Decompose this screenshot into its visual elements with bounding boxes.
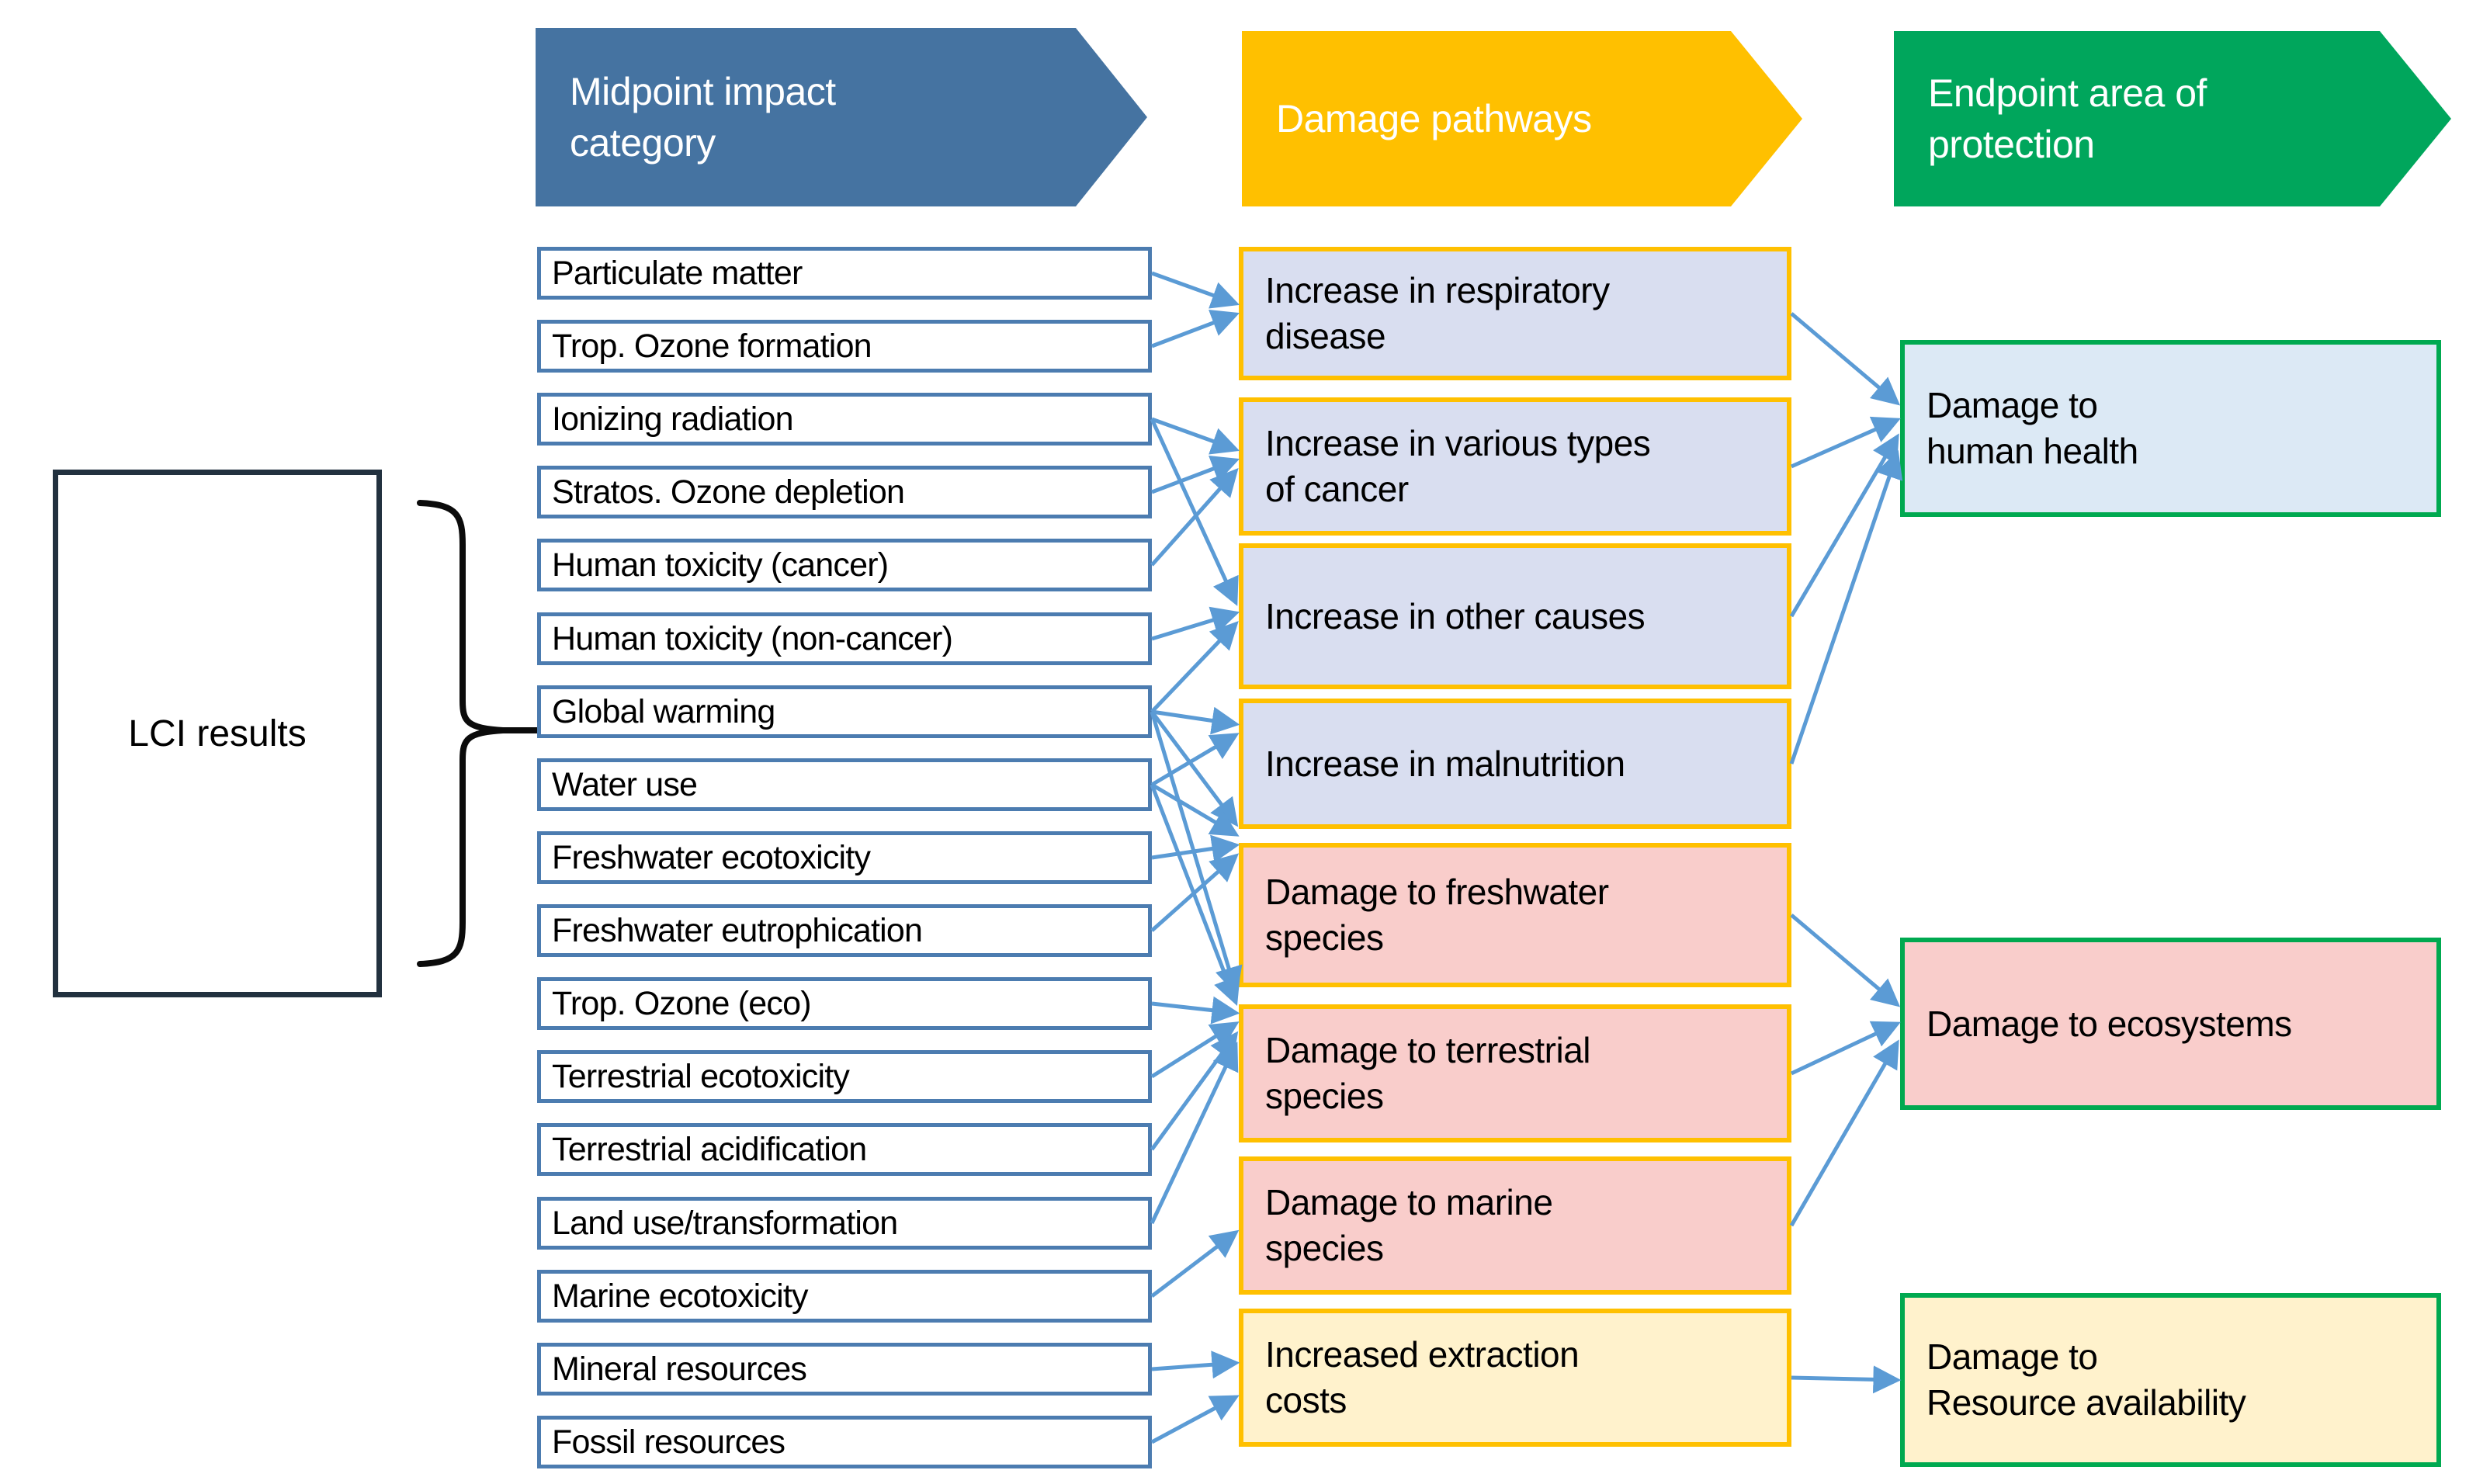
arrow-midpoint-1-0 xyxy=(1151,310,1240,348)
arrow-midpoint-0-0 xyxy=(1151,271,1240,309)
pathway-box-increase-in-other-causes: Increase in other causes xyxy=(1239,543,1791,689)
midpoint-box-water-use: Water use xyxy=(537,758,1152,811)
pathway-label: Increased extraction costs xyxy=(1265,1334,1580,1420)
midpoint-label: Terrestrial ecotoxicity xyxy=(552,1057,850,1095)
arrow-pathway-2-0 xyxy=(1789,433,1899,618)
midpoint-label: Freshwater eutrophication xyxy=(552,911,923,949)
midpoint-box-ionizing-radiation: Ionizing radiation xyxy=(537,393,1152,446)
midpoint-label: Marine ecotoxicity xyxy=(552,1277,809,1315)
arrow-midpoint-6-4 xyxy=(1150,710,1239,827)
arrow-pathway-5-1 xyxy=(1790,1021,1901,1076)
midpoint-label: Trop. Ozone (eco) xyxy=(552,984,812,1022)
header-pathways-label: Damage pathways xyxy=(1276,97,1592,140)
arrow-midpoint-9-4 xyxy=(1150,853,1240,932)
midpoint-label: Particulate matter xyxy=(552,254,803,292)
pathway-box-increase-in-various-types-of-cancer: Increase in various types of cancer xyxy=(1239,397,1791,536)
lci-results-label: LCI results xyxy=(128,713,307,754)
arrow-pathway-6-1 xyxy=(1789,1039,1899,1227)
arrow-pathway-7-2 xyxy=(1791,1365,1902,1394)
header-endpoint-area-of-protection: Endpoint area of protection xyxy=(1894,31,2451,206)
header-midpoint-impact-category: Midpoint impact category xyxy=(536,28,1147,206)
arrow-midpoint-15-7 xyxy=(1151,1351,1240,1379)
lci-results-box: LCI results xyxy=(53,470,382,997)
endpoint-label: Damage to Resource availability xyxy=(1926,1337,2246,1423)
header-endpoint-label: Endpoint area of protection xyxy=(1928,71,2207,166)
midpoint-box-marine-ecotoxicity: Marine ecotoxicity xyxy=(537,1270,1152,1323)
midpoint-box-human-toxicity-non-cancer: Human toxicity (non-cancer) xyxy=(537,612,1152,665)
pathway-label: Damage to freshwater species xyxy=(1265,872,1609,958)
midpoint-label: Freshwater ecotoxicity xyxy=(552,838,871,876)
pathway-box-damage-to-marine-species: Damage to marine species xyxy=(1239,1156,1791,1295)
endpoint-box-damage-to-ecosystems: Damage to ecosystems xyxy=(1900,938,2441,1110)
midpoint-box-trop-ozone-formation: Trop. Ozone formation xyxy=(537,320,1152,373)
pathway-label: Damage to marine species xyxy=(1265,1182,1553,1268)
arrow-midpoint-6-3 xyxy=(1151,706,1240,735)
arrow-midpoint-2-2 xyxy=(1150,418,1239,606)
pathway-label: Increase in malnutrition xyxy=(1265,743,1625,784)
midpoint-box-terrestrial-ecotoxicity: Terrestrial ecotoxicity xyxy=(537,1050,1152,1103)
midpoint-box-particulate-matter: Particulate matter xyxy=(537,247,1152,300)
pathway-label: Damage to terrestrial species xyxy=(1265,1030,1591,1116)
midpoint-box-trop-ozone-eco: Trop. Ozone (eco) xyxy=(537,977,1152,1030)
endpoint-label: Damage to ecosystems xyxy=(1926,1003,2292,1044)
arrow-midpoint-7-5 xyxy=(1150,784,1240,1007)
arrow-midpoint-8-4 xyxy=(1151,834,1240,863)
arrow-midpoint-4-1 xyxy=(1150,467,1239,567)
endpoint-label: Damage to human health xyxy=(1926,385,2138,471)
endpoint-box-damage-to-human-health: Damage to human health xyxy=(1900,340,2441,517)
arrow-pathway-0-0 xyxy=(1790,312,1901,406)
midpoint-label: Global warming xyxy=(552,692,775,730)
pathway-label: Increase in other causes xyxy=(1265,595,1646,636)
arrow-pathway-1-0 xyxy=(1790,416,1901,469)
midpoint-label: Mineral resources xyxy=(552,1350,807,1388)
arrow-midpoint-14-6 xyxy=(1150,1229,1240,1298)
header-damage-pathways: Damage pathways xyxy=(1242,31,1802,206)
pathway-box-increased-extraction-costs: Increased extraction costs xyxy=(1239,1309,1791,1447)
arrow-midpoint-12-5 xyxy=(1150,1031,1239,1151)
midpoint-label: Ionizing radiation xyxy=(552,400,794,438)
arrow-midpoint-13-5 xyxy=(1150,1042,1239,1225)
arrow-pathway-4-1 xyxy=(1790,914,1901,1007)
pathway-label: Increase in respiratory disease xyxy=(1265,270,1610,356)
midpoint-box-mineral-resources: Mineral resources xyxy=(537,1343,1152,1396)
pathway-label: Increase in various types of cancer xyxy=(1265,423,1651,509)
midpoint-label: Trop. Ozone formation xyxy=(552,327,872,365)
midpoint-label: Fossil resources xyxy=(552,1423,785,1461)
midpoint-box-freshwater-eutrophication: Freshwater eutrophication xyxy=(537,904,1152,957)
arrow-midpoint-11-5 xyxy=(1150,1021,1240,1079)
arrow-midpoint-7-3 xyxy=(1150,733,1240,787)
midpoint-box-human-toxicity-cancer: Human toxicity (cancer) xyxy=(537,539,1152,591)
arrow-midpoint-7-4 xyxy=(1150,782,1240,837)
arrow-midpoint-2-1 xyxy=(1151,417,1240,455)
midpoint-box-global-warming: Global warming xyxy=(537,685,1152,738)
midpoint-box-fossil-resources: Fossil resources xyxy=(537,1416,1152,1468)
midpoint-box-land-use-transformation: Land use/transformation xyxy=(537,1197,1152,1250)
arrow-midpoint-5-2 xyxy=(1151,606,1240,641)
pathway-box-damage-to-terrestrial-species: Damage to terrestrial species xyxy=(1239,1004,1791,1142)
arrow-midpoint-3-1 xyxy=(1151,456,1240,494)
arrow-midpoint-6-2 xyxy=(1150,621,1239,713)
pathway-box-damage-to-freshwater-species: Damage to freshwater species xyxy=(1239,843,1791,987)
midpoint-label: Human toxicity (non-cancer) xyxy=(552,619,953,657)
midpoint-label: Water use xyxy=(552,765,698,803)
midpoint-label: Land use/transformation xyxy=(552,1204,898,1242)
arrow-midpoint-16-7 xyxy=(1150,1395,1240,1444)
endpoint-box-damage-to-resource-availability: Damage to Resource availability xyxy=(1900,1293,2441,1467)
pathway-box-increase-in-malnutrition: Increase in malnutrition xyxy=(1239,699,1791,829)
header-midpoint-label: Midpoint impact category xyxy=(570,70,836,165)
midpoint-box-terrestrial-acidification: Terrestrial acidification xyxy=(537,1123,1152,1176)
pathway-box-increase-in-respiratory-disease: Increase in respiratory disease xyxy=(1239,247,1791,380)
arrow-midpoint-10-5 xyxy=(1151,996,1240,1025)
arrow-midpoint-6-5 xyxy=(1150,711,1243,996)
midpoint-label: Human toxicity (cancer) xyxy=(552,546,889,584)
midpoint-label: Stratos. Ozone depletion xyxy=(552,473,905,511)
midpoint-box-stratos-ozone-depletion: Stratos. Ozone depletion xyxy=(537,466,1152,518)
arrow-pathway-3-0 xyxy=(1789,449,1903,765)
midpoint-label: Terrestrial acidification xyxy=(552,1130,867,1168)
midpoint-box-freshwater-ecotoxicity: Freshwater ecotoxicity xyxy=(537,831,1152,884)
